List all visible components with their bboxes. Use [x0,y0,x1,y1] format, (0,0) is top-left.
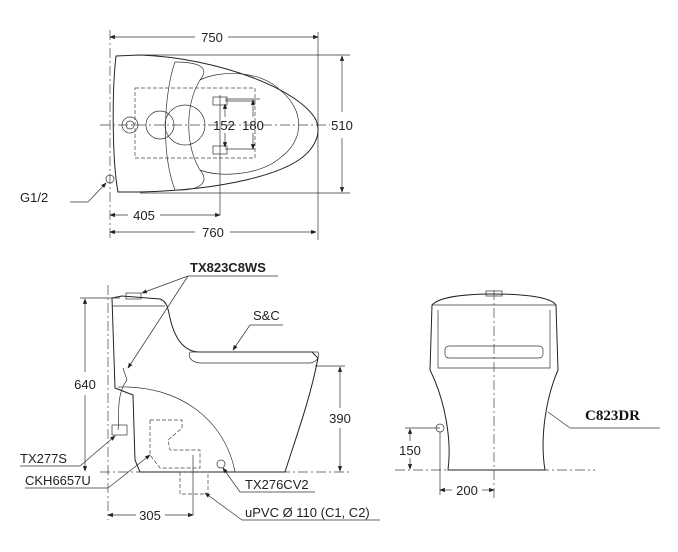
dim-150: 150 [399,443,421,458]
dim-640: 640 [74,377,96,392]
dim-510: 510 [331,118,353,133]
top-view: 750 510 152 180 405 760 G1/2 [20,30,353,240]
dim-152: 152 [213,118,235,133]
dim-180: 180 [242,118,264,133]
dim-405: 405 [133,208,155,223]
label-tx823c8ws: TX823C8WS [190,260,266,275]
label-ckh6657u: CKH6657U [25,473,91,488]
label-g1-2: G1/2 [20,190,48,205]
label-tx276cv2: TX276CV2 [245,477,309,492]
label-tx277s: TX277S [20,451,67,466]
front-view: C823DR 150 200 [395,290,660,500]
dim-760: 760 [202,225,224,240]
dim-200: 200 [456,483,478,498]
dim-390: 390 [329,411,351,426]
side-view: TX823C8WS S&C 640 390 TX277S CKH6657U TX… [20,260,380,523]
label-upvc-drain: uPVC Ø 110 (C1, C2) [245,505,370,520]
model-c823dr: C823DR [585,408,640,424]
dim-305: 305 [139,508,161,523]
label-s-and-c: S&C [253,308,280,323]
dim-750: 750 [201,30,223,45]
